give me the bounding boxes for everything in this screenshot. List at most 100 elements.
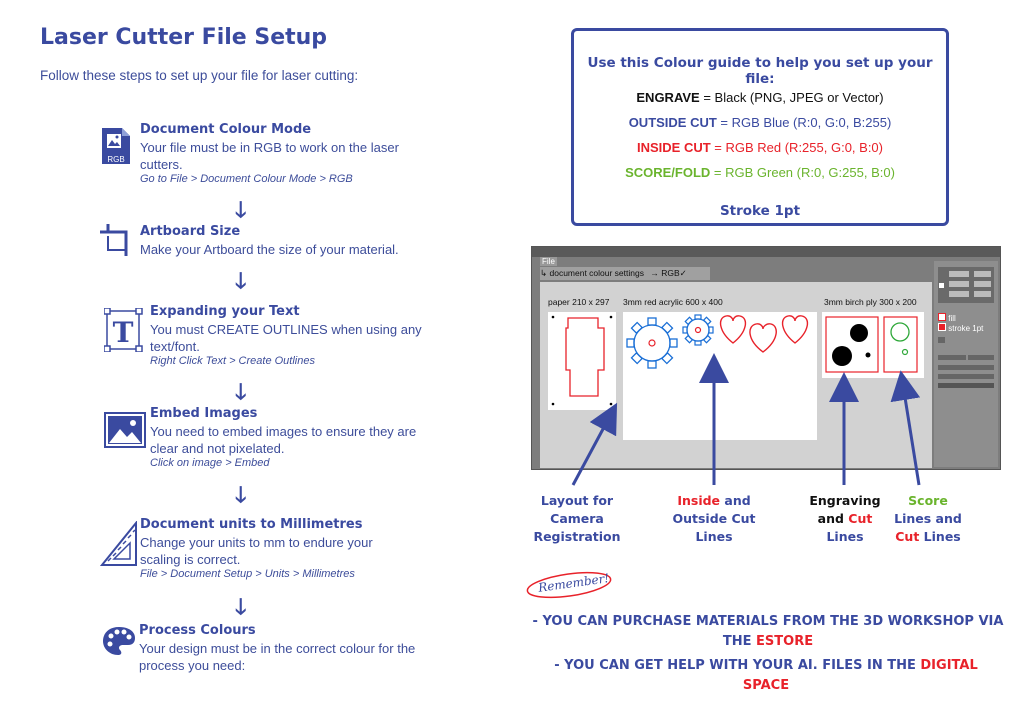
guide-engrave: ENGRAVE = Black (PNG, JPEG or Vector) bbox=[574, 90, 946, 105]
arrow-to-layout bbox=[571, 402, 618, 486]
step-body: Change your units to mm to endure your s… bbox=[140, 535, 373, 567]
score-key: SCORE/FOLD bbox=[625, 165, 711, 180]
properties-panel: fill stroke 1pt bbox=[934, 261, 998, 467]
ruler-triangle-icon bbox=[99, 520, 138, 567]
colour-guide-box: Use this Colour guide to help you set up… bbox=[571, 28, 949, 226]
down-arrow-icon: 🡓 bbox=[235, 594, 247, 619]
remember-badge: Remember! bbox=[524, 570, 614, 600]
caption-cut-word: Cut bbox=[848, 511, 873, 526]
panel-swatch[interactable] bbox=[974, 281, 991, 287]
panel-slider[interactable] bbox=[968, 355, 994, 360]
breadcrumb-document-colour[interactable]: document colour settings bbox=[549, 268, 644, 278]
score-value: = RGB Green (R:0, G:255, B:0) bbox=[710, 165, 895, 180]
image-icon bbox=[104, 412, 146, 448]
note-purchase: - YOU CAN PURCHASE MATERIALS FROM THE 3D… bbox=[532, 612, 1004, 652]
caption-score: Score Lines and Cut Lines bbox=[888, 492, 968, 546]
step-title: Document Colour Mode bbox=[140, 122, 312, 137]
menu-bar bbox=[532, 247, 1000, 257]
caption-engraving: Engraving and Cut Lines bbox=[800, 492, 890, 546]
large-gear bbox=[626, 317, 678, 369]
illustrator-screenshot: File ↳ document colour settings → RGB✓ p… bbox=[531, 246, 1001, 470]
rgb-file-icon: RGB bbox=[100, 126, 132, 166]
panel-swatch[interactable] bbox=[974, 271, 991, 277]
step-body: Make your Artboard the size of your mate… bbox=[140, 242, 399, 257]
right-arrow-icon: → bbox=[650, 268, 659, 278]
note-purchase-text: - YOU CAN PURCHASE MATERIALS FROM THE 3D… bbox=[532, 614, 1004, 649]
fill-label: fill bbox=[948, 314, 956, 323]
step-title: Document units to Millimetres bbox=[140, 517, 363, 532]
down-arrow-icon: 🡓 bbox=[235, 268, 247, 293]
page-title: Laser Cutter File Setup bbox=[40, 25, 328, 50]
page-subtitle: Follow these steps to set up your file f… bbox=[40, 68, 359, 83]
step-hint: Go to File > Document Colour Mode > RGB bbox=[140, 173, 353, 185]
file-menu[interactable]: File bbox=[540, 257, 557, 266]
breadcrumb-rgb[interactable]: RGB bbox=[661, 268, 680, 278]
stroke-label: stroke 1pt bbox=[948, 324, 984, 333]
digital-space-link[interactable]: DIGITAL SPACE bbox=[742, 658, 978, 693]
note-help-text: - YOU CAN GET HELP WITH YOUR AI. FILES I… bbox=[554, 658, 921, 673]
caption-camera-registration: Layout for Camera Registration bbox=[533, 493, 621, 544]
board-label-birch: 3mm birch ply 300 x 200 bbox=[824, 297, 917, 307]
artboard-crop-icon bbox=[100, 224, 134, 258]
caption-score-word: Score bbox=[908, 493, 948, 508]
arrow-to-score bbox=[890, 370, 921, 486]
panel-scrollbar[interactable] bbox=[938, 383, 994, 388]
small-gear bbox=[682, 314, 714, 346]
board-label-acrylic: 3mm red acrylic 600 x 400 bbox=[623, 297, 723, 307]
panel-swatch[interactable] bbox=[949, 271, 969, 277]
down-arrow-icon: 🡓 bbox=[235, 379, 247, 404]
step-hint: File > Document Setup > Units > Millimet… bbox=[140, 568, 355, 580]
panel-slider[interactable] bbox=[938, 374, 994, 379]
step-title: Process Colours bbox=[139, 623, 256, 638]
guide-heading: Use this Colour guide to help you set up… bbox=[587, 55, 933, 87]
caption-inside-word: Inside bbox=[677, 493, 721, 508]
camera-registration-layout bbox=[551, 315, 613, 406]
panel-swatch[interactable] bbox=[949, 291, 969, 297]
caption-score-lines: Lines and bbox=[894, 511, 962, 526]
check-icon: ✓ bbox=[679, 268, 687, 278]
board-label-paper: paper 210 x 297 bbox=[548, 297, 610, 307]
caption-score-cut: Cut bbox=[895, 529, 920, 544]
caption-inside-rest: and Outside Cut Lines bbox=[672, 493, 756, 544]
outside-key: OUTSIDE CUT bbox=[628, 115, 717, 130]
panel-swatch[interactable] bbox=[974, 291, 991, 297]
panel-button[interactable] bbox=[938, 337, 945, 343]
text-outline-icon: T bbox=[103, 307, 144, 353]
step-title: Embed Images bbox=[150, 406, 258, 421]
artboard-birch bbox=[822, 312, 924, 378]
step-body: Your file must be in RGB to work on the … bbox=[140, 140, 399, 172]
guide-outside-cut: OUTSIDE CUT = RGB Blue (R:0, G:0, B:255) bbox=[574, 115, 946, 130]
step-title: Artboard Size bbox=[140, 224, 241, 239]
guide-inside-cut: INSIDE CUT = RGB Red (R:255, G:0, B:0) bbox=[574, 140, 946, 155]
text-icon-glyph: T bbox=[113, 316, 134, 349]
note-help: - YOU CAN GET HELP WITH YOUR AI. FILES I… bbox=[542, 656, 990, 696]
step-hint: Click on image > Embed bbox=[150, 457, 270, 469]
panel-slider[interactable] bbox=[938, 355, 966, 360]
caption-score-end: Lines bbox=[919, 529, 961, 544]
hearts bbox=[719, 315, 809, 353]
estore-link[interactable]: ESTORE bbox=[756, 634, 814, 649]
step-title: Expanding your Text bbox=[150, 304, 300, 319]
pointer-arrows bbox=[571, 353, 921, 486]
step-body: You need to embed images to ensure they … bbox=[150, 424, 417, 456]
outside-value: = RGB Blue (R:0, G:0, B:255) bbox=[716, 115, 892, 130]
panel-toggle[interactable] bbox=[939, 283, 944, 288]
palette-icon bbox=[102, 625, 136, 657]
panel-swatch[interactable] bbox=[949, 281, 969, 287]
panel-slider[interactable] bbox=[938, 365, 994, 370]
guide-stroke: Stroke 1pt bbox=[719, 203, 801, 219]
artboard-paper bbox=[548, 312, 616, 410]
down-arrow-icon: 🡓 bbox=[235, 197, 247, 222]
breadcrumb-bar: ↳ document colour settings → RGB✓ bbox=[540, 267, 710, 280]
fill-swatch-icon bbox=[938, 313, 946, 321]
step-body: Your design must be in the correct colou… bbox=[139, 641, 416, 673]
engrave-value: = Black (PNG, JPEG or Vector) bbox=[699, 90, 884, 105]
down-arrow-icon: 🡓 bbox=[235, 482, 247, 507]
engrave-key: ENGRAVE bbox=[636, 90, 700, 105]
cut-lines-design bbox=[626, 314, 809, 369]
fill-control[interactable]: fill bbox=[938, 313, 956, 323]
caption-inside-outside: Inside and Outside Cut Lines bbox=[664, 492, 764, 546]
inside-key: INSIDE CUT bbox=[637, 140, 711, 155]
step-hint: Right Click Text > Create Outlines bbox=[150, 355, 315, 367]
stroke-control[interactable]: stroke 1pt bbox=[938, 323, 983, 333]
